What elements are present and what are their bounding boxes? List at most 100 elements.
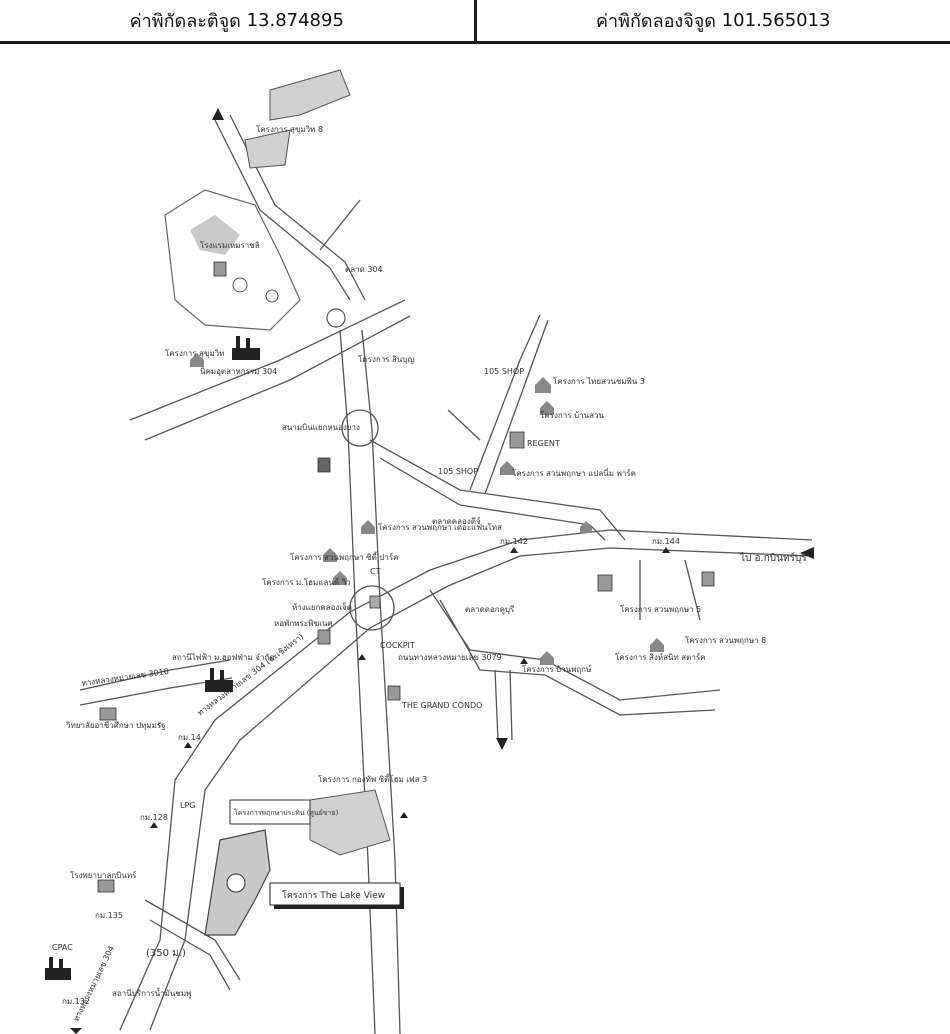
label-km-low: กม.14: [178, 733, 201, 742]
km-markers: [150, 547, 670, 828]
label-km-135: กม.135: [95, 911, 123, 920]
lake-view-box: [269, 882, 401, 906]
label-grand-condo: THE GRAND CONDO: [401, 701, 482, 710]
label-hemaraj: โรงแรมเหมราชลิ: [200, 240, 260, 250]
highway-304-edge: [149, 547, 813, 1031]
latitude-label: ค่าพิกัดละติจูด: [129, 11, 241, 32]
hemaraj-circle-1: [232, 277, 248, 293]
label-road-3010: ทางหลวงหมายเลข 3010: [81, 667, 169, 688]
label-road-3079: ถนนทางหลวงหมายเลข 3079: [398, 653, 502, 662]
label-lpg: LPG: [180, 801, 195, 810]
arrow-north-icon: [212, 108, 224, 120]
label-project-city-park: โครงการ สวนพฤกษา ซิตี้ ปาร์ค: [290, 551, 399, 562]
house-icon: [500, 461, 514, 475]
building-icon: [369, 595, 381, 609]
house-icon: [580, 521, 592, 533]
label-factory-b: สถานีบริการน้ำมันชมพู: [112, 987, 191, 999]
building-icon: [99, 707, 117, 721]
label-regent: REGENT: [527, 439, 560, 448]
label-kabin: ไป อ.กบินทร์บุรี: [739, 552, 807, 564]
north-road: [339, 329, 376, 1034]
label-project-thai-suan: โครงการ ไทยสวนชมพิน 3: [553, 376, 645, 386]
km-marker-icon: [184, 742, 192, 748]
label-bottom-road: ทางหลวงหมายเลข 304: [72, 944, 116, 1022]
road-south-branch-edge: [509, 669, 513, 741]
label-project-suan-5: โครงการ สวนพฤกษา 5: [620, 604, 701, 614]
development-area-shade: [190, 215, 240, 255]
house-icon: [540, 401, 554, 415]
km-marker-icon: [520, 658, 528, 664]
label-police: วิทยาลัยอาชีวศึกษา ปทุมมรัฐ: [65, 721, 165, 730]
hemaraj-circle-2: [265, 289, 279, 303]
house-icon: [540, 651, 554, 665]
building-icon: [317, 629, 331, 645]
km-marker-icon: [358, 654, 366, 660]
longitude-value: 101.565013: [721, 10, 831, 31]
label-ton-hospital: โรงพยาบาลกบินทร์: [70, 870, 137, 880]
label-sukhumvit-small: โครงการ สุขุมวิท: [165, 348, 224, 358]
arrow-east-icon: [800, 547, 814, 559]
housing-area-top: [269, 69, 351, 121]
label-project-sai-duan: โครงการ บ้านพฤกษ์: [522, 664, 591, 674]
roundabout-top: [326, 308, 346, 328]
label-industrial-304: นิคมอุตสาหกรรม 304: [200, 367, 277, 376]
house-icon: [650, 638, 664, 652]
roundabout-lower: [349, 585, 395, 631]
house-icon: [361, 520, 375, 534]
km-marker-icon: [662, 547, 670, 553]
building-icon: [387, 685, 401, 701]
north-road-edge: [361, 329, 401, 1034]
road-3079-lower-edge: [439, 599, 716, 716]
label-distance: (350 ม.): [146, 948, 186, 959]
label-shop-105-top: 105 SHOP: [484, 367, 524, 376]
label-project-sin: โครงการ สินบุญ: [358, 354, 414, 364]
building-icon: [213, 261, 227, 277]
road-to-factory: [129, 299, 406, 421]
label-km-128: กม.128: [140, 813, 168, 822]
arrow-south-icon: [496, 738, 508, 750]
label-project-sai-star: โครงการ สิงห์สนิท สตาร์ค: [615, 652, 705, 662]
label-project-joint: โครงการ ม.โฮมแลนด์ วิว: [262, 577, 351, 587]
housing-area-top-2: [244, 129, 291, 169]
label-project-ban-suan: โครงการ บ้านสวน: [540, 410, 604, 420]
km-marker-icon: [510, 547, 518, 553]
factory-icon: [232, 336, 260, 360]
road-3079-upper-edge: [379, 457, 606, 541]
building-icons: [97, 261, 715, 893]
development-area-hemaraj: [164, 189, 301, 331]
housing-area-condo: [309, 789, 391, 856]
factory-icon: [45, 957, 71, 980]
road-3010: [79, 659, 231, 691]
road-south-branch: [494, 669, 499, 741]
label-talad-tongsong: ตลาดคลองดีจ์: [432, 516, 481, 526]
label-home-pro: หอพักพระพิฆเนศ: [274, 619, 333, 628]
building-icon: [701, 571, 715, 587]
factory-icon: [205, 668, 233, 692]
lake-view-marker: [226, 873, 246, 893]
house-icon: [190, 353, 204, 367]
road-northwest: [214, 119, 351, 301]
label-market-bu: ตลาดดอกคูบุรี: [465, 605, 515, 615]
label-sukhumvit-project: โครงการ สุขุมวิท 8: [256, 124, 323, 134]
roundabout-upper: [341, 409, 379, 447]
road-east-2: [684, 559, 701, 621]
label-km-bottom: กม.132: [62, 997, 90, 1006]
label-talad-304: ตลาด 304: [345, 265, 383, 274]
road-lake-edge: [149, 919, 231, 991]
house-icons: [190, 353, 664, 665]
house-icon: [535, 377, 551, 393]
label-project-suan-8: โครงการ สวนพฤกษา 8: [685, 635, 766, 645]
label-km144: กม.144: [652, 537, 680, 546]
km-marker-icon: [150, 822, 158, 828]
coordinate-header: ค่าพิกัดละติจูด 13.874895 ค่าพิกัดลองจิจ…: [0, 0, 950, 44]
label-cockpit: COCKPIT: [380, 641, 415, 650]
building-icon: [317, 457, 331, 473]
label-project-main: โครงการพฤกษาประทิน (ศูนย์ขาย): [234, 808, 339, 817]
road-upper-cross: [319, 199, 361, 251]
label-factory-a: สถานีไฟฟ้า ม.ฮอฟฟ่าม จำกัด: [172, 653, 274, 662]
location-map: โครงการ สุขุมวิท 8 โรงแรมเหมราชลิ ตลาด 3…: [45, 69, 814, 1034]
road-northeast: [469, 314, 541, 491]
label-sanam-bin: สนามบินแยกหนองยาง: [282, 423, 360, 432]
project-main-box: [229, 799, 311, 825]
latitude-cell: ค่าพิกัดละติจูด 13.874895: [0, 0, 474, 41]
